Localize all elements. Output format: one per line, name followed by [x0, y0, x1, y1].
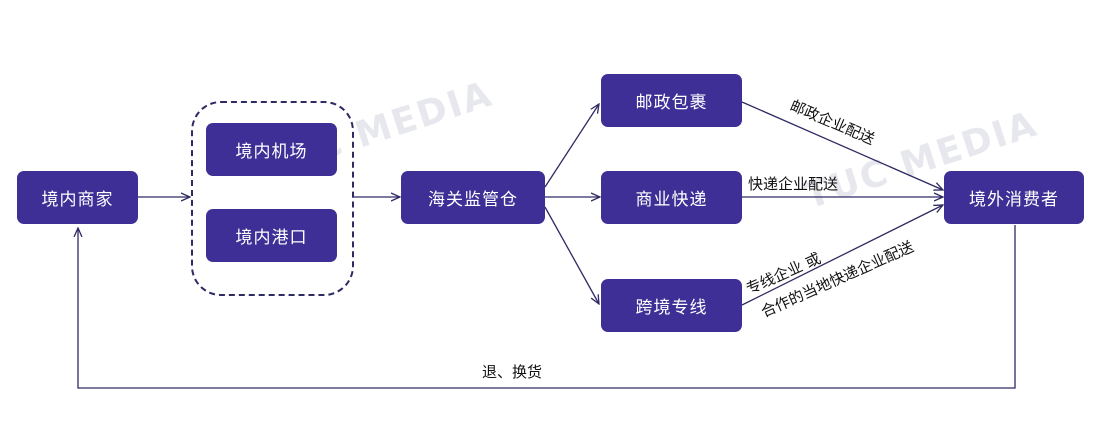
node-postal-parcel: 邮政包裹: [601, 74, 742, 127]
domestic-hub-group: [191, 101, 354, 296]
edge-postal-to-consumer: [741, 101, 943, 190]
node-customs-warehouse: 海关监管仓: [401, 171, 545, 224]
edge-warehouse-to-line: [544, 206, 599, 304]
node-overseas-consumer: 境外消费者: [944, 171, 1084, 224]
edge-returns: [78, 225, 1016, 389]
node-domestic-port: 境内港口: [206, 209, 337, 262]
label-returns: 退、换货: [482, 363, 543, 381]
node-cross-border-line: 跨境专线: [601, 279, 742, 332]
edge-line-to-consumer: [741, 205, 943, 306]
edge-warehouse-to-postal: [544, 104, 599, 188]
node-commercial-express: 商业快递: [601, 171, 742, 224]
label-express-delivery: 快递企业配送: [748, 175, 839, 193]
node-domestic-airport: 境内机场: [206, 123, 337, 176]
node-domestic-merchant: 境内商家: [17, 171, 138, 224]
